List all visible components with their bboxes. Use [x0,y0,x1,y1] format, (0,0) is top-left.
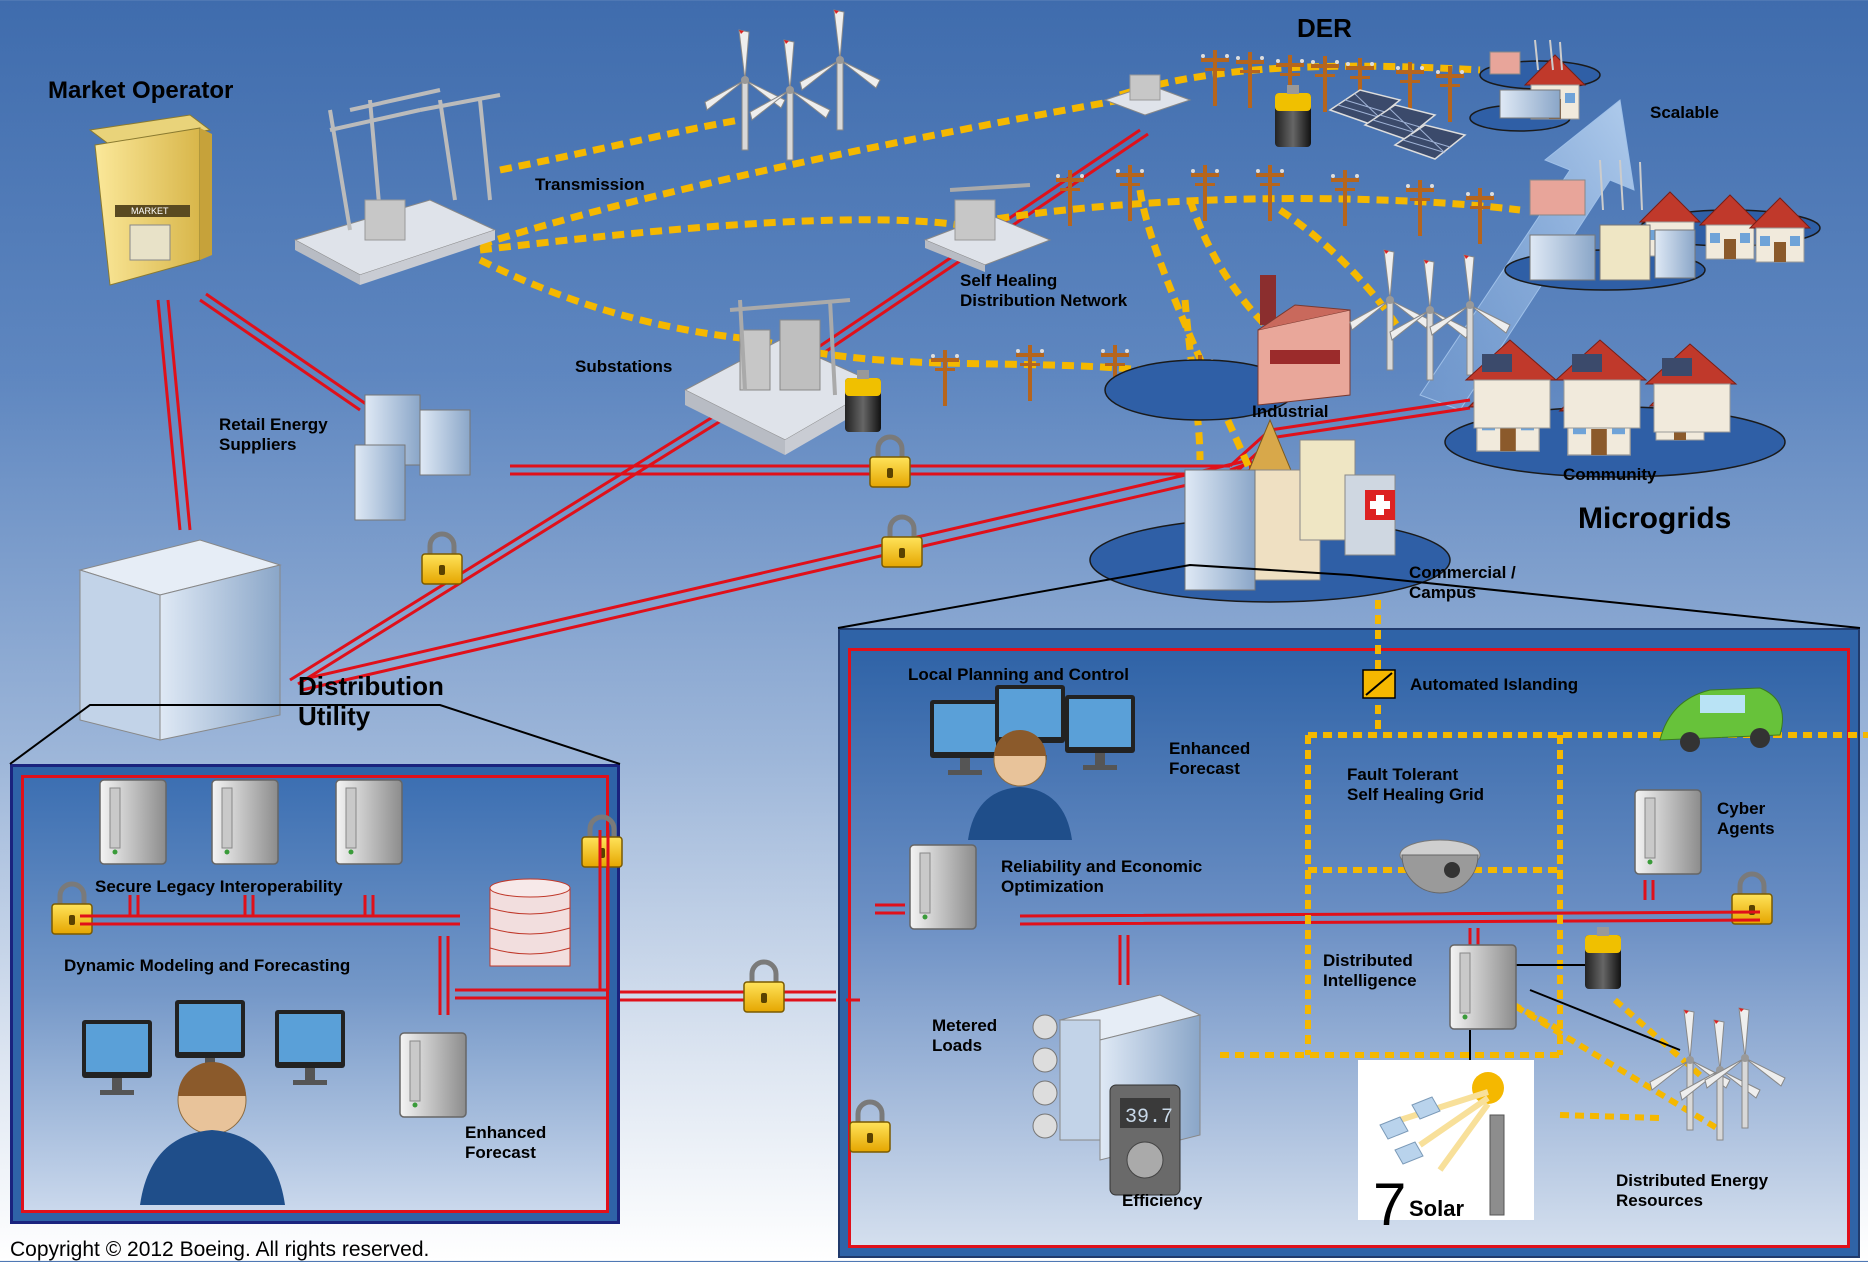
lock-icon-cyber [1732,874,1772,924]
community-microgrid [1444,339,1786,478]
operator-icon-right [930,685,1135,840]
label-metered-loads: Metered Loads [932,1016,998,1055]
server-icon-1 [99,779,167,865]
label-solar: Solar [1409,1196,1465,1221]
power-lines [478,62,1521,472]
label-distributed-energy-resources: Distributed Energy Resources [1616,1171,1769,1210]
microgrid-cluster-mid [1504,159,1821,291]
self-healing-substation-icon [923,183,1052,272]
transmission-substation-icon [293,88,501,285]
retail-energy-suppliers-building-icon [354,394,471,521]
label-retail-energy-suppliers: Retail Energy Suppliers [219,415,328,454]
server-icon-optimization [909,844,977,930]
server-icon-cyber [1634,789,1702,875]
lock-icon-panels [744,962,784,1012]
label-efficiency: Efficiency [1122,1191,1203,1210]
car-icon [1659,687,1783,752]
lock-icon-retail [870,437,910,487]
left-panel-links [80,830,610,1015]
market-sign: MARKET [131,206,169,216]
der-battery-icon [1275,85,1311,147]
label-local-planning: Local Planning and Control [908,665,1129,684]
label-reliability-optimization: Reliability and Economic Optimization [1001,857,1203,896]
label-transmission: Transmission [535,175,645,194]
server-icon-3 [335,779,403,865]
der-substation-icon [1103,74,1192,116]
lock-icon-substation [422,534,462,584]
copyright: Copyright © 2012 Boeing. All rights rese… [10,1238,430,1261]
islanding-switch-icon [1362,669,1396,699]
microgrid-cluster-top [1469,39,1601,132]
label-substations: Substations [575,357,673,376]
right-panel-black-lines [1469,964,1681,1060]
label-self-healing-distribution: Self Healing Distribution Network [960,271,1128,310]
label-scalable: Scalable [1650,103,1719,122]
label-secure-legacy: Secure Legacy Interoperability [95,877,343,896]
right-panel-links [875,880,1761,985]
industrial-microgrid [1104,275,1351,421]
wind-turbines-top [704,9,881,161]
solar-concentrator-icon [1358,1060,1534,1220]
lock-icon-left-panel [582,817,622,867]
label-commercial-campus: Commercial / Campus [1409,563,1516,602]
commercial-campus-microgrid [1089,418,1451,603]
label-enhanced-forecast-right: Enhanced Forecast [1169,739,1251,778]
label-cyber-agents: Cyber Agents [1717,799,1775,838]
label-community: Community [1563,465,1657,484]
lock-icon-right-panel [850,1102,890,1152]
lock-icon-legacy [52,884,92,934]
label-microgrids: Microgrids [1578,502,1732,535]
label-enhanced-forecast-left: Enhanced Forecast [465,1123,547,1162]
distribution-utility-building-icon [78,539,282,741]
camera-icon [1399,839,1481,894]
server-icon-distributed [1449,944,1517,1030]
wind-turbines-right [1649,1007,1786,1141]
database-icon [489,878,571,967]
label-fault-tolerant: Fault Tolerant Self Healing Grid [1347,765,1484,804]
battery-icon-right [1585,927,1621,989]
market-operator-building-icon: MARKET [88,114,212,286]
operator-icon-left [82,1000,345,1205]
thermostat-icon: 39.7 [1109,1084,1181,1196]
label-der: DER [1297,13,1352,43]
label-dynamic-modeling: Dynamic Modeling and Forecasting [64,956,351,975]
label-distribution-utility: Distribution Utility [298,671,444,731]
label-distributed-intelligence: Distributed Intelligence [1323,951,1417,990]
meter-display: 39.7 [1125,1106,1173,1129]
substation-battery-icon [845,370,881,432]
label-industrial: Industrial [1252,402,1329,421]
lock-icon-utility-microgrid [882,517,922,567]
label-market-operator: Market Operator [48,77,234,104]
zoom-lines [9,563,1861,765]
label-solar-number: 7 [1373,1171,1407,1238]
server-icon-2 [211,779,279,865]
label-automated-islanding: Automated Islanding [1410,675,1579,694]
server-icon-forecast-left [399,1032,467,1118]
